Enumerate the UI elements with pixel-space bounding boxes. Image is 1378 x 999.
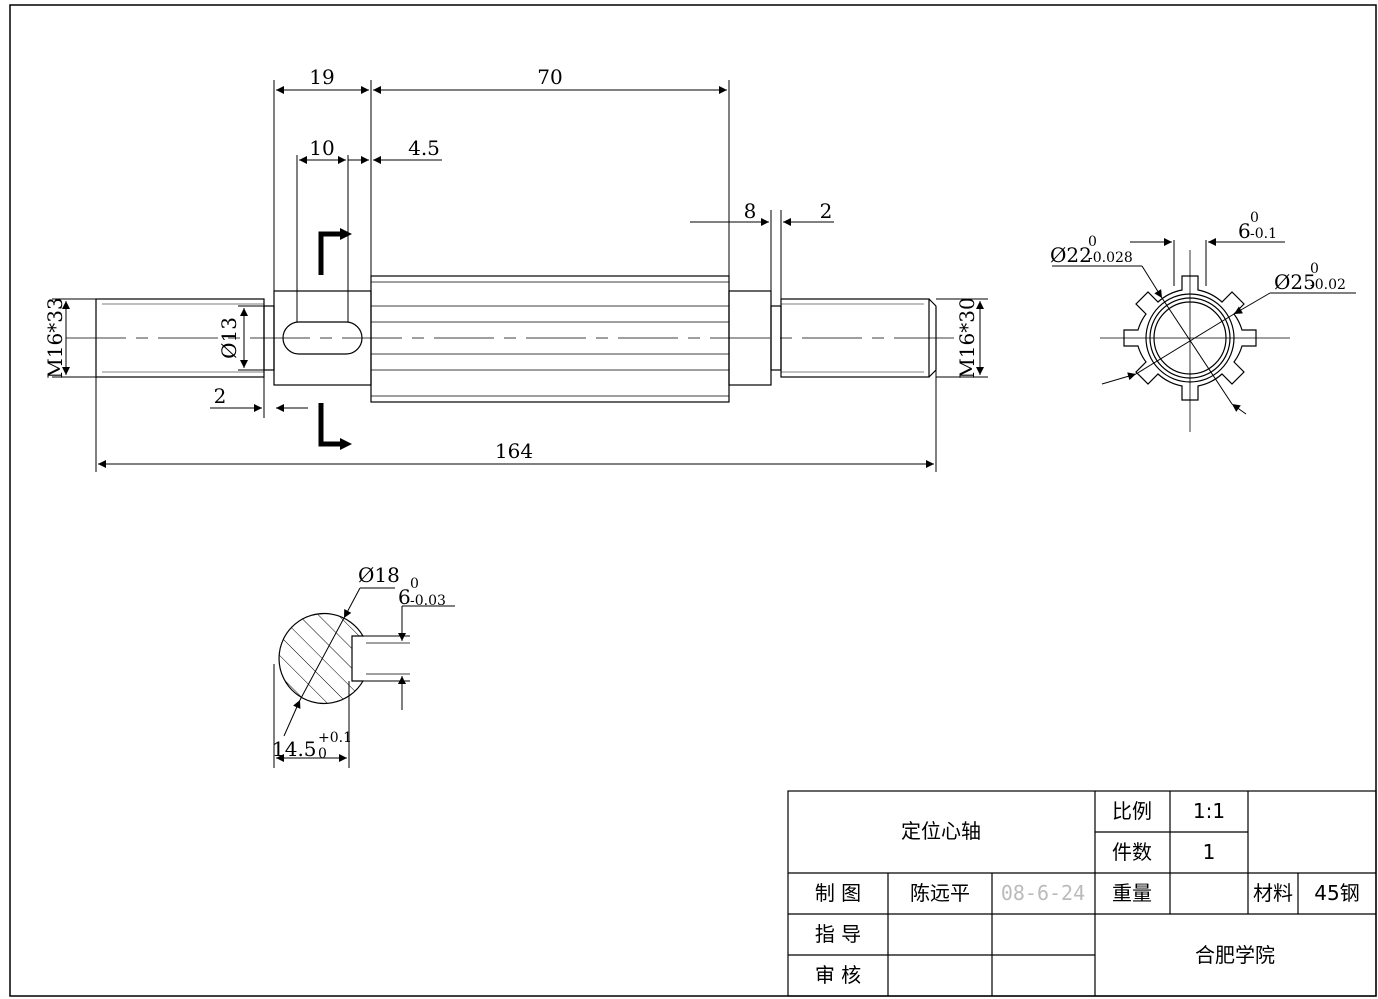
section-w6-lower: -0.03 [410,593,446,609]
material-value: 45钢 [1314,881,1359,905]
section-w6-upper: 0 [410,576,419,592]
qty-label: 件数 [1112,840,1152,864]
drawn-by: 陈远平 [910,881,970,905]
section-depth-lower: 0 [318,746,327,762]
shaft-main-view [66,231,960,447]
dim-thread-right: M16*30 [955,297,979,378]
dimension-lines [62,86,984,468]
section-depth-upper: +0.1 [318,730,352,746]
drawn-date: 08-6-24 [1001,881,1085,905]
weight-label: 重量 [1112,881,1152,905]
title-block [787,790,1377,997]
end-w6-upper: 0 [1250,210,1259,226]
dim-10: 10 [309,136,334,160]
end-w6: 6 [1238,219,1251,243]
extension-lines [52,80,988,472]
dim-70: 70 [537,65,562,89]
guide-label: 指 导 [815,922,861,946]
end-d25-upper: 0 [1310,261,1319,277]
dim-164: 164 [495,439,533,463]
dim-19: 19 [309,65,334,89]
dim-thread-left: M16*33 [43,297,67,378]
end-d22-upper: 0 [1088,234,1097,250]
dim-2-bottom: 2 [214,384,227,408]
end-d22: Ø22 [1050,243,1092,267]
section-arrow-bottom-icon [340,438,352,450]
end-d22-lower: -0.028 [1088,250,1133,266]
dim-4-5: 4.5 [408,136,440,160]
section-depth: 14.5 [272,737,317,761]
school-name: 合肥学院 [1195,943,1275,967]
end-w6-lower: -0.1 [1250,226,1277,242]
material-label: 材料 [1253,881,1293,905]
end-view [1052,238,1356,432]
review-label: 审 核 [815,963,861,987]
spline-body [370,275,730,403]
scale-label: 比例 [1112,799,1152,823]
section-arrow-top-icon [340,228,352,240]
part-name: 定位心轴 [901,819,981,843]
section-d18: Ø18 [358,563,400,587]
dim-d13: Ø13 [217,317,241,359]
end-d25: Ø25 [1274,270,1316,294]
qty-value: 1 [1203,840,1216,864]
sheet-border [9,4,1377,997]
section-w6: 6 [398,585,411,609]
dim-2-top: 2 [820,199,833,223]
scale-value: 1:1 [1193,799,1225,823]
dim-8: 8 [744,199,757,223]
section-view [273,587,455,768]
drawn-label: 制 图 [815,881,861,905]
end-d25-lower: -0.02 [1310,277,1346,293]
